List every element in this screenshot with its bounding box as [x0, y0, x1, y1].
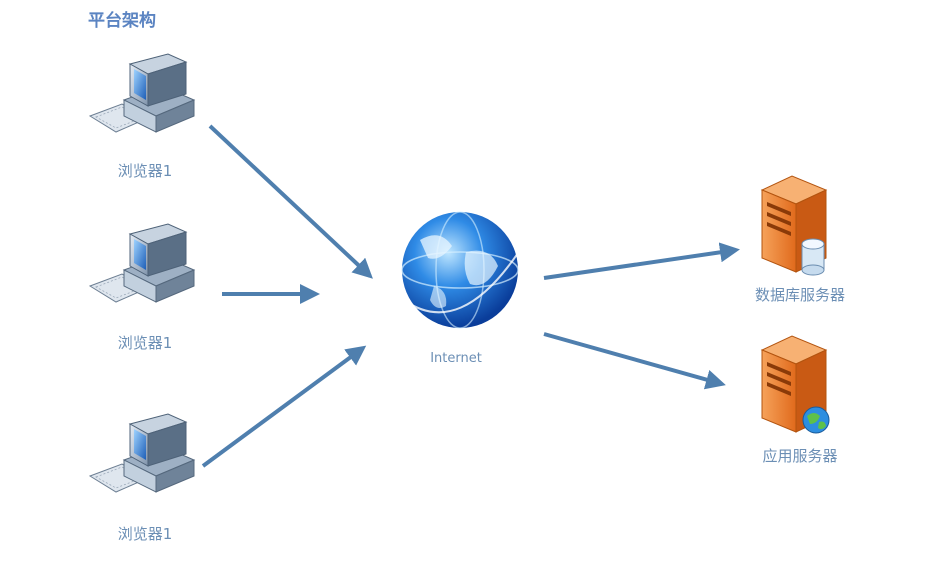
arrow-client3-to-internet	[201, 345, 367, 468]
database-cylinder-icon	[801, 238, 825, 276]
client-label: 浏览器1	[117, 334, 173, 352]
client-label: 浏览器1	[117, 525, 173, 543]
diagram-title: 平台架构	[88, 11, 156, 31]
database-server-label: 数据库服务器	[754, 286, 846, 304]
web-server-icon	[761, 335, 830, 434]
arrow-internet-to-app-server	[543, 332, 726, 390]
arrow-client1-to-internet	[208, 124, 373, 279]
desktop-computer-icon	[89, 413, 195, 493]
desktop-computer-icon	[89, 53, 195, 133]
arrow-internet-to-db-server	[543, 242, 740, 280]
internet-label: Internet	[430, 351, 482, 366]
database-server-icon	[761, 175, 827, 276]
small-globe-icon	[802, 406, 830, 434]
globe-icon	[401, 211, 521, 329]
client-label: 浏览器1	[117, 162, 173, 180]
desktop-computer-icon	[89, 223, 195, 303]
app-server-label: 应用服务器	[762, 447, 838, 465]
